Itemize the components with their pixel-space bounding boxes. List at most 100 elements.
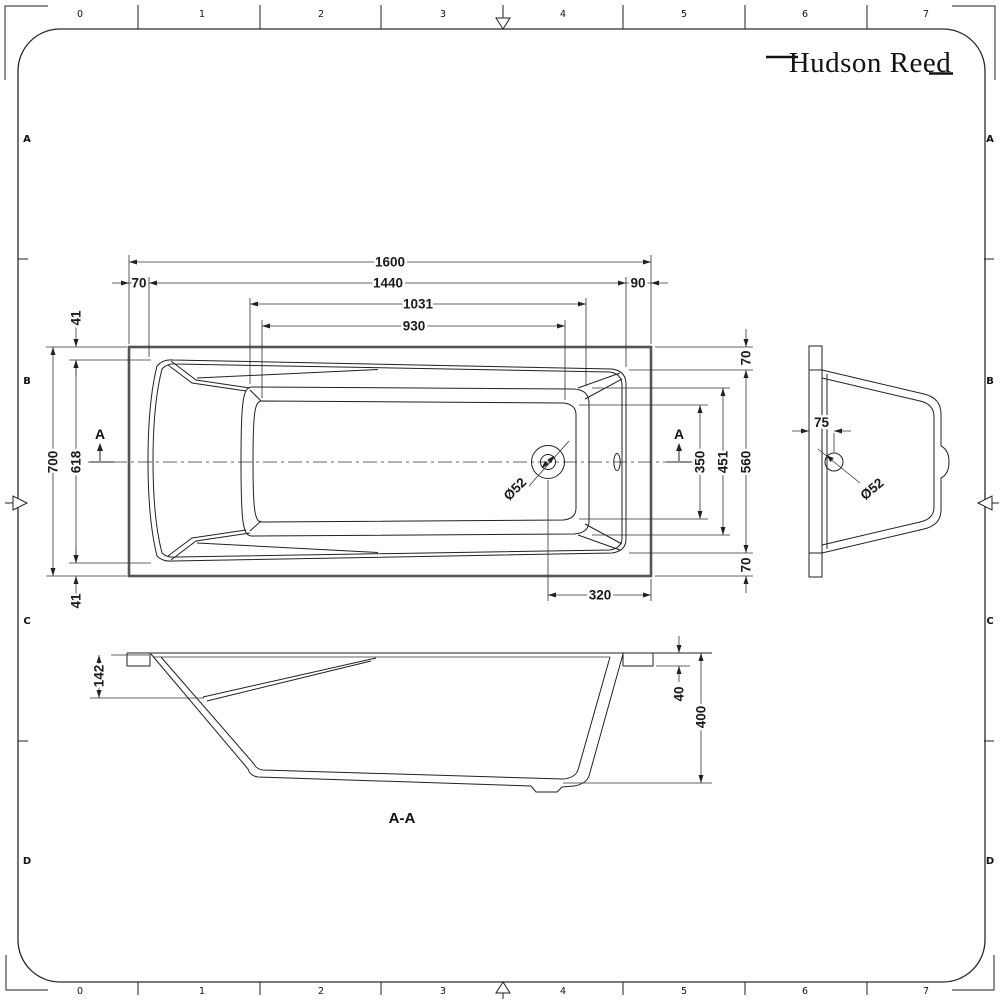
ruler-top: 0 1 2 3 4 5 6 7 bbox=[77, 5, 929, 30]
dim-label: 70 bbox=[131, 276, 146, 291]
drain-leader-line bbox=[528, 440, 570, 487]
dim-floor-width: 350 bbox=[690, 405, 710, 519]
end-view: Ø52 75 bbox=[792, 345, 950, 578]
drain-hole-circle bbox=[540, 454, 556, 470]
rim-tab-left bbox=[126, 653, 151, 667]
dim-label: 618 bbox=[69, 450, 84, 473]
center-mark-arrow-top bbox=[495, 17, 511, 30]
section-marker-right: A bbox=[667, 426, 691, 463]
dim-overall-width: 700 bbox=[43, 347, 63, 576]
ruler-label: 5 bbox=[681, 986, 687, 997]
dim-label: 40 bbox=[672, 686, 687, 701]
ruler-label: C bbox=[23, 616, 30, 627]
ruler-label: 6 bbox=[802, 9, 808, 20]
ruler-label: 0 bbox=[77, 986, 83, 997]
drawing-border bbox=[17, 28, 986, 983]
dim-label: 1031 bbox=[403, 297, 434, 312]
dim-corner-margin-bottom: 41 bbox=[66, 548, 86, 611]
section-arrow bbox=[676, 443, 682, 451]
ruler-label: 0 bbox=[77, 9, 83, 20]
ruler-label: 1 bbox=[199, 986, 205, 997]
ruler-label: 3 bbox=[440, 986, 446, 997]
drain-plan: Ø52 bbox=[498, 440, 570, 506]
dim-basin-floor-length: 930 bbox=[262, 316, 565, 336]
bath-outer-rect bbox=[127, 345, 653, 578]
center-mark-arrow-bottom bbox=[495, 981, 511, 994]
body-inner-profile bbox=[821, 377, 935, 546]
dim-label: 930 bbox=[403, 319, 426, 334]
ruler-label: 7 bbox=[923, 986, 929, 997]
section-view: 142 40 400 A-A bbox=[89, 636, 712, 827]
drain-hole-circle bbox=[824, 452, 844, 472]
rim-tab-right bbox=[622, 653, 654, 667]
basin-floor-edge bbox=[252, 400, 577, 523]
section-arrow bbox=[97, 443, 103, 451]
ruler-ticks-bottom bbox=[137, 982, 868, 995]
dim-label: 70 bbox=[739, 557, 754, 572]
drain-leader-line bbox=[817, 448, 861, 484]
dim-corner-margin-top: 41 bbox=[66, 308, 86, 375]
basin-upper-edge bbox=[240, 386, 590, 537]
ruler-label: D bbox=[986, 856, 994, 867]
dim-overall-height: 400 bbox=[563, 653, 712, 784]
dim-label: 41 bbox=[69, 593, 84, 609]
leader-arrow bbox=[547, 455, 555, 464]
dim-rim-top-right: 70 bbox=[736, 329, 756, 368]
dim-label: 1440 bbox=[373, 276, 403, 291]
center-mark-arrow-left bbox=[12, 495, 29, 511]
ruler-label: 4 bbox=[560, 986, 566, 997]
rim-outline-outer bbox=[147, 359, 627, 562]
dim-label: 75 bbox=[814, 415, 830, 430]
ruler-label: 2 bbox=[318, 9, 324, 20]
section-marker-left: A bbox=[90, 426, 114, 463]
center-mark-arrow-right bbox=[976, 495, 993, 511]
corner-mark-bottom-left bbox=[5, 955, 48, 991]
ruler-label: D bbox=[23, 856, 31, 867]
ruler-bottom: 0 1 2 3 4 5 6 7 bbox=[77, 981, 929, 999]
overflow-slot bbox=[613, 453, 621, 471]
dim-label: 142 bbox=[92, 665, 107, 688]
ruler-label: A bbox=[986, 134, 994, 145]
ruler-label: 7 bbox=[923, 9, 929, 20]
ruler-label: 6 bbox=[802, 986, 808, 997]
drain-recess-circle bbox=[531, 445, 565, 479]
dim-label: 350 bbox=[693, 451, 708, 474]
corner-mark-bottom-right bbox=[952, 955, 995, 991]
shell-outer-profile bbox=[150, 653, 624, 793]
ruler-label: 2 bbox=[318, 986, 324, 997]
section-letter-left: A bbox=[95, 426, 105, 442]
hudson-reed-logo: Hudson Reed bbox=[766, 47, 953, 79]
rim-outline-inner bbox=[152, 363, 623, 558]
ruler-label: B bbox=[23, 376, 31, 387]
dim-label: 560 bbox=[739, 451, 754, 474]
dim-rim-bottom-right: 70 bbox=[736, 555, 756, 593]
dim-backrest-depth: 142 bbox=[89, 654, 204, 699]
ruler-left: A B C D bbox=[5, 134, 31, 867]
wall-fold-lines bbox=[167, 360, 623, 561]
dim-basin-top-length: 1031 bbox=[250, 294, 586, 314]
ruler-right: A B C D bbox=[976, 134, 999, 867]
dim-overall-length: 1600 bbox=[129, 252, 651, 272]
section-title: A-A bbox=[389, 810, 416, 827]
leader-arrow bbox=[826, 455, 834, 462]
ruler-label: 4 bbox=[560, 9, 566, 20]
corner-mark-top-right bbox=[952, 5, 996, 80]
ruler-ticks-top bbox=[137, 5, 868, 29]
dim-inner-width-left: 618 bbox=[66, 360, 86, 563]
shell-inner-profile bbox=[160, 656, 611, 780]
dim-label: 400 bbox=[694, 706, 709, 729]
dim-drain-offset: 320 bbox=[548, 585, 651, 605]
section-letter-right: A bbox=[674, 426, 684, 442]
dim-drain-offset-end: 75 bbox=[792, 413, 851, 452]
dim-label: 1600 bbox=[375, 255, 405, 270]
dim-label: 320 bbox=[589, 588, 612, 603]
backrest-fold-outer bbox=[202, 657, 377, 698]
ruler-label: B bbox=[986, 376, 994, 387]
ruler-label: A bbox=[23, 134, 31, 145]
body-outer-profile bbox=[821, 369, 950, 554]
logo-text: Hudson Reed bbox=[789, 47, 952, 79]
plan-drain-diameter-label: Ø52 bbox=[501, 475, 530, 504]
dim-rim-drop: 40 bbox=[656, 636, 690, 704]
extension-lines bbox=[46, 255, 753, 601]
